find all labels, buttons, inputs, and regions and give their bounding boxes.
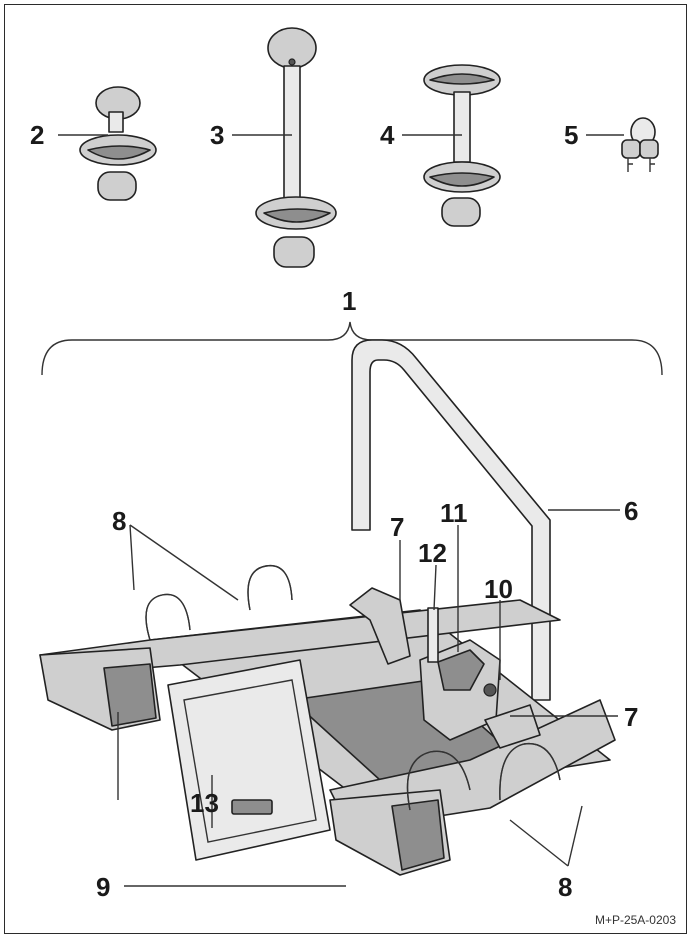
callout-10: 10 bbox=[484, 574, 513, 604]
callout-13: 13 bbox=[190, 788, 219, 818]
callout-6: 6 bbox=[624, 496, 638, 526]
medium-frame-holder-illustration bbox=[423, 64, 501, 227]
figure-code: M+P-25A-0203 bbox=[595, 913, 676, 927]
short-frame-holder-illustration bbox=[79, 86, 157, 201]
callout-3: 3 bbox=[210, 120, 224, 150]
callout-8-left: 8 bbox=[112, 506, 126, 536]
long-frame-holder-illustration bbox=[255, 27, 337, 268]
callout-7-right: 7 bbox=[624, 702, 638, 732]
callout-7-top: 7 bbox=[390, 512, 404, 542]
assembly-bracket bbox=[41, 321, 663, 376]
callout-1: 1 bbox=[342, 286, 356, 316]
callout-8-right: 8 bbox=[558, 872, 572, 902]
bike-carrier-illustration bbox=[39, 339, 616, 876]
callout-11: 11 bbox=[440, 498, 468, 528]
callout-12: 12 bbox=[418, 538, 447, 568]
leader-lines bbox=[58, 134, 624, 887]
keys-illustration bbox=[621, 117, 659, 172]
callout-5: 5 bbox=[564, 120, 578, 150]
callout-4: 4 bbox=[380, 120, 395, 150]
callout-labels: 2 3 4 5 1 6 8 7 11 12 10 7 13 9 8 bbox=[30, 120, 638, 902]
callout-2: 2 bbox=[30, 120, 44, 150]
callout-9: 9 bbox=[96, 872, 110, 902]
